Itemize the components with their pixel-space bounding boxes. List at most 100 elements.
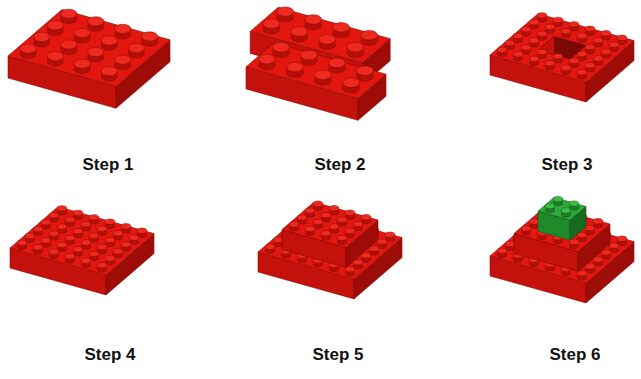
stud-top <box>601 49 611 54</box>
stud-top <box>73 228 83 233</box>
stud-top <box>263 19 280 29</box>
stud-top <box>273 237 283 242</box>
stud-top <box>513 33 523 38</box>
brick-top-face <box>282 202 378 247</box>
stud-top <box>259 54 276 64</box>
stud-top <box>329 206 339 211</box>
stud-top <box>617 35 627 40</box>
stud-top <box>609 243 619 248</box>
step-label: Step 2 <box>314 155 365 175</box>
stud-top <box>115 24 131 33</box>
stud-top <box>353 221 363 226</box>
stud-top <box>297 215 307 220</box>
stud-top <box>113 249 123 254</box>
stud-top <box>385 232 395 237</box>
stud-top <box>529 219 539 224</box>
step-label: Step 6 <box>549 345 600 365</box>
stud-top <box>377 239 387 244</box>
stud-top <box>115 55 131 64</box>
stud-top <box>521 226 531 231</box>
step-label: Step 5 <box>312 345 363 365</box>
stud-top <box>57 242 67 247</box>
brick-top-face <box>246 43 386 99</box>
stud-top <box>313 201 323 206</box>
stud-top <box>81 240 91 245</box>
stud-top <box>20 44 36 53</box>
stud-top <box>61 9 77 18</box>
stud-top <box>529 56 539 61</box>
stud-top <box>17 240 27 245</box>
stud-top <box>41 238 51 243</box>
stud-top <box>343 78 360 88</box>
stud-top <box>81 222 91 227</box>
stud-top <box>593 37 603 42</box>
stud-top <box>313 219 323 224</box>
stud-top <box>277 7 294 17</box>
stud-top <box>361 214 371 219</box>
hole-walls <box>538 36 586 70</box>
stud-top <box>49 231 59 236</box>
stud-top <box>128 43 144 52</box>
stud-top <box>73 247 83 252</box>
stud-top <box>105 219 115 224</box>
stud-top <box>497 248 507 253</box>
stud-top <box>121 242 131 247</box>
brick-front-face <box>490 55 586 102</box>
stud-top <box>537 49 547 54</box>
stud-top <box>585 26 595 31</box>
stud-top <box>101 67 117 76</box>
brick-model <box>10 206 154 295</box>
stud-top <box>569 22 579 27</box>
stud-top <box>553 196 563 201</box>
stud-top <box>65 217 75 222</box>
hole-side-wall <box>538 36 554 70</box>
stud-top <box>65 254 75 259</box>
stud-top <box>81 258 91 263</box>
stud-top <box>337 235 347 240</box>
stud-top <box>357 66 374 76</box>
stud-top <box>321 231 331 236</box>
stud-top <box>329 58 346 68</box>
stud-top <box>101 36 117 45</box>
stud-top <box>291 27 308 37</box>
brick-model <box>8 9 170 108</box>
stud-top <box>273 42 290 52</box>
stud-top <box>33 245 43 250</box>
stud-top <box>345 210 355 215</box>
stud-top <box>287 62 304 72</box>
stud-top <box>301 50 318 60</box>
stud-top <box>521 45 531 50</box>
stud-top <box>561 208 571 213</box>
stud-top <box>121 224 131 229</box>
stud-top <box>329 224 339 229</box>
stud-top <box>89 233 99 238</box>
stud-top <box>289 222 299 227</box>
stud-top <box>553 17 563 22</box>
brick-top-face <box>514 206 610 251</box>
stud-top <box>129 235 139 240</box>
brick-top-face <box>538 197 586 220</box>
stud-top <box>577 33 587 38</box>
stud-top <box>105 237 115 242</box>
stud-top <box>89 215 99 220</box>
stud-top <box>57 206 67 211</box>
stud-top <box>537 31 547 36</box>
stud-top <box>305 208 315 213</box>
stud-top <box>41 219 51 224</box>
stud-top <box>529 20 539 25</box>
stud-top <box>97 244 107 249</box>
stud-top <box>137 228 147 233</box>
stud-top <box>265 244 275 249</box>
stud-top <box>321 212 331 217</box>
brick-side-face <box>586 41 634 102</box>
brick-side-face <box>106 234 154 295</box>
stud-top <box>105 256 115 261</box>
stud-top <box>347 42 364 52</box>
stud-top <box>65 235 75 240</box>
stud-top <box>569 201 579 206</box>
stud-top <box>73 210 83 215</box>
step-label: Step 1 <box>82 155 133 175</box>
brick-top-face <box>490 14 634 82</box>
stud-top <box>505 241 515 246</box>
